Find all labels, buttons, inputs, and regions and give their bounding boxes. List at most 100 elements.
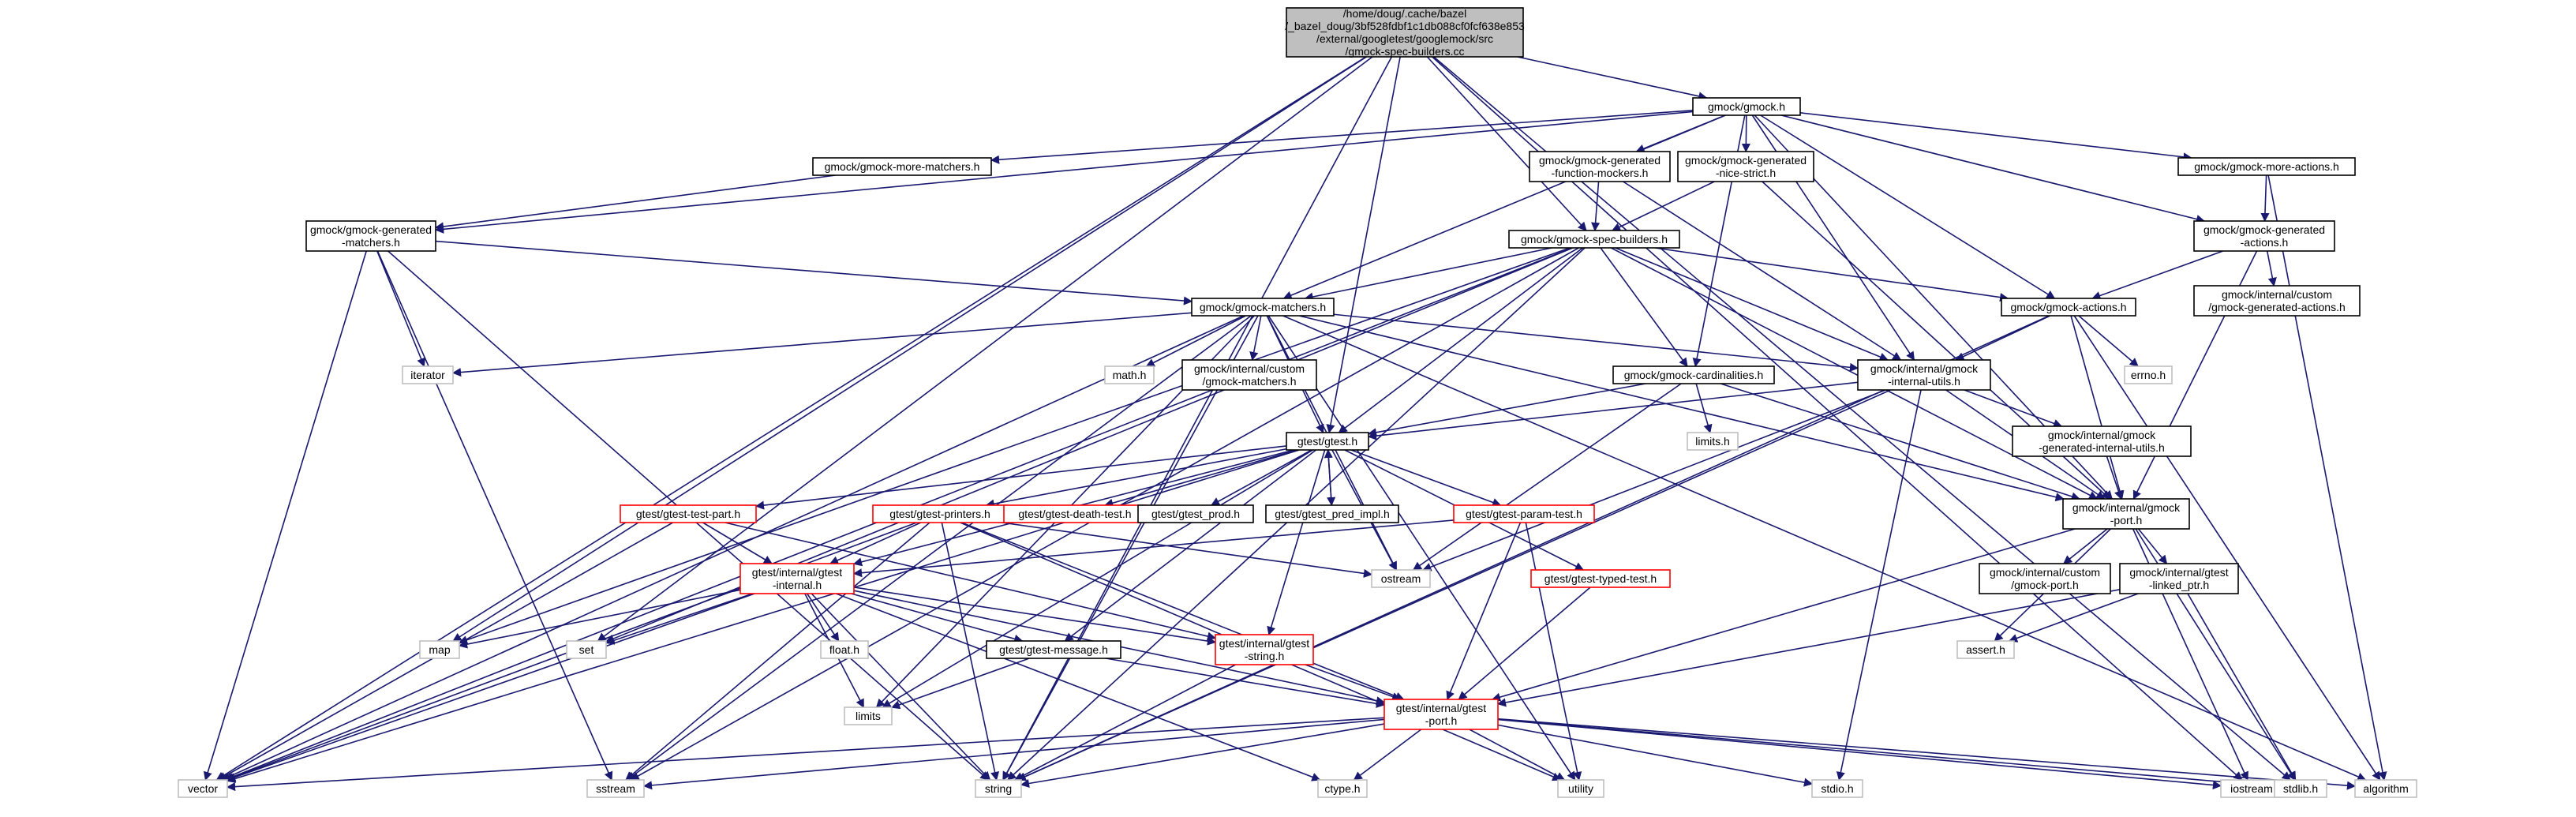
edge-spec_builders-to-internal_utils — [1615, 247, 1889, 362]
node-label-assert_h-0: assert.h — [1966, 643, 2005, 656]
node-label-gtest_port-1: -port.h — [1425, 714, 1457, 727]
node-label-custom_port-0: gmock/internal/custom — [1990, 566, 2100, 579]
edge-gmock_h-to-internal_utils — [1751, 114, 1915, 361]
edge-root-to-string — [1002, 56, 1393, 781]
node-label-custom_port-1: /gmock-port.h — [2011, 579, 2079, 591]
node-label-algorithm-0: algorithm — [2363, 782, 2409, 795]
edge-gen_matchers-to-iterator — [376, 250, 425, 368]
node-label-ctype_h-0: ctype.h — [1324, 782, 1360, 795]
node-gen_internal_utils[interactable]: gmock/internal/gmock-generated-internal-… — [2012, 425, 2192, 457]
node-linked_ptr[interactable]: gmock/internal/gtest-linked_ptr.h — [2119, 563, 2239, 594]
edge-gtest_h-to-limits — [882, 449, 1314, 708]
node-custom_port[interactable]: gmock/internal/custom/gmock-port.h — [1979, 563, 2111, 594]
edge-gtest_internal-to-map — [458, 589, 741, 649]
edge-gtest_internal-to-float_h — [807, 593, 840, 642]
node-more_matchers[interactable]: gmock/gmock-more-matchers.h — [812, 157, 992, 176]
node-box-custom_gen_actions — [2193, 285, 2361, 317]
edge-gen_actions-to-gmock_port — [2132, 250, 2258, 500]
edge-gtest_string-to-gtest_port — [1305, 664, 1402, 701]
node-spec_builders[interactable]: gmock/gmock-spec-builders.h — [1508, 230, 1680, 249]
node-message[interactable]: gtest/gtest-message.h — [986, 640, 1121, 659]
edge-gtest_port-to-stdlib_h — [1497, 718, 2276, 790]
node-gmock_h[interactable]: gmock/gmock.h — [1692, 97, 1801, 116]
node-root[interactable]: /home/doug/.cache/bazel/_bazel_doug/3bf5… — [1285, 7, 1525, 58]
node-gtest_string[interactable]: gtest/internal/gtest-string.h — [1215, 634, 1314, 665]
node-label-gen_nice_strict-0: gmock/gmock-generated — [1685, 154, 1807, 167]
node-iostream: iostream — [2220, 779, 2283, 798]
node-label-string-0: string — [985, 782, 1012, 795]
node-label-errno_h-0: errno.h — [2131, 369, 2166, 381]
edge-actions-to-gmock_port — [2070, 315, 2125, 500]
node-box-gen_nice_strict — [1677, 151, 1814, 182]
edge-spec_builders-to-actions — [1654, 247, 2009, 302]
edge-printers-to-string — [941, 522, 1000, 781]
node-label-matchers-0: gmock/gmock-matchers.h — [1200, 301, 1326, 313]
edge-gtest_port-to-string — [1020, 723, 1385, 788]
node-custom_gen_actions[interactable]: gmock/internal/custom/gmock-generated-ac… — [2193, 285, 2361, 317]
node-gmock_port[interactable]: gmock/internal/gmock-port.h — [2062, 498, 2190, 530]
node-internal_utils[interactable]: gmock/internal/gmock-internal-utils.h — [1857, 359, 1991, 391]
node-label-float_h-0: float.h — [829, 643, 859, 656]
node-box-stdlib_h — [2274, 779, 2327, 798]
node-float_h: float.h — [820, 640, 869, 659]
node-custom_matchers[interactable]: gmock/internal/custom/gmock-matchers.h — [1181, 359, 1317, 391]
node-gen_fn_mockers[interactable]: gmock/gmock-generated-function-mockers.h — [1529, 151, 1671, 182]
edge-linked_ptr-to-gtest_port — [1496, 589, 2121, 707]
node-box-string — [975, 779, 1022, 798]
node-test_part[interactable]: gtest/gtest-test-part.h — [620, 504, 757, 523]
node-label-map-0: map — [429, 643, 450, 656]
node-label-pred_impl-0: gtest/gtest_pred_impl.h — [1275, 508, 1390, 520]
node-box-gtest_h — [1286, 432, 1369, 451]
edge-gtest_internal-to-set — [605, 593, 753, 645]
node-box-internal_utils — [1857, 359, 1991, 391]
edge-gmock_h-to-more_matchers — [990, 110, 1694, 164]
edge-gmock_h-to-gen_matchers — [434, 111, 1694, 234]
node-gen_matchers[interactable]: gmock/gmock-generated-matchers.h — [305, 220, 436, 252]
node-label-actions-0: gmock/gmock-actions.h — [2010, 301, 2126, 313]
node-box-gen_matchers — [305, 220, 436, 252]
edge-cardinalities-to-limits_h — [1695, 383, 1713, 434]
edge-gen_matchers-to-matchers — [435, 240, 1193, 305]
node-param_test[interactable]: gtest/gtest-param-test.h — [1453, 504, 1595, 523]
node-label-limits-0: limits — [856, 710, 881, 722]
node-gen_actions[interactable]: gmock/gmock-generated-actions.h — [2193, 220, 2335, 252]
node-gtest_internal[interactable]: gtest/internal/gtest-internal.h — [739, 563, 855, 594]
edge-matchers-to-math_h — [1145, 315, 1246, 367]
node-gtest_port[interactable]: gtest/internal/gtest-port.h — [1383, 699, 1499, 730]
edge-gtest_internal-to-string — [811, 593, 991, 781]
node-box-matchers — [1191, 298, 1335, 317]
node-pred_impl[interactable]: gtest/gtest_pred_impl.h — [1265, 504, 1399, 523]
node-matchers[interactable]: gmock/gmock-matchers.h — [1191, 298, 1335, 317]
node-gtest_prod[interactable]: gtest/gtest_prod.h — [1137, 504, 1254, 523]
edge-root-to-spec_builders — [1426, 56, 1587, 231]
node-box-limits — [844, 706, 893, 725]
node-box-assert_h — [1956, 640, 2015, 659]
edge-internal_utils-to-string — [1017, 389, 1891, 781]
edge-gen_fn_mockers-to-internal_utils — [1623, 181, 1902, 361]
node-label-gen_matchers-0: gmock/gmock-generated — [310, 223, 432, 236]
node-gtest_h[interactable]: gtest/gtest.h — [1286, 432, 1369, 451]
node-vector: vector — [178, 779, 228, 798]
node-label-gtest_prod-0: gtest/gtest_prod.h — [1151, 508, 1240, 520]
node-actions[interactable]: gmock/gmock-actions.h — [2001, 298, 2136, 317]
edge-gmock_h-to-gen_nice_strict — [1741, 114, 1750, 153]
node-label-stdio_h-0: stdio.h — [1821, 782, 1853, 795]
node-box-gmock_h — [1692, 97, 1801, 116]
node-box-iterator — [402, 365, 454, 384]
node-cardinalities[interactable]: gmock/gmock-cardinalities.h — [1612, 365, 1775, 384]
node-label-limits_h-0: limits.h — [1695, 435, 1730, 448]
edge-internal_utils-to-ostream — [1422, 389, 1886, 572]
node-death_test[interactable]: gtest/gtest-death-test.h — [1003, 504, 1147, 523]
node-label-ostream-0: ostream — [1381, 572, 1421, 585]
node-label-gen_internal_utils-0: gmock/internal/gmock — [2048, 429, 2156, 441]
edge-spec_builders-to-cardinalities — [1600, 247, 1688, 367]
edge-internal_utils-to-gtest_h — [1367, 381, 1859, 440]
node-printers[interactable]: gtest/gtest-printers.h — [872, 504, 1008, 523]
edge-cardinalities-to-ostream — [1412, 383, 1682, 571]
node-more_actions[interactable]: gmock/gmock-more-actions.h — [2177, 157, 2356, 176]
node-box-test_part — [620, 504, 757, 523]
node-typed_test[interactable]: gtest/gtest-typed-test.h — [1530, 569, 1671, 588]
node-label-gtest_internal-0: gtest/internal/gtest — [752, 566, 843, 579]
node-limits: limits — [844, 706, 893, 725]
node-gen_nice_strict[interactable]: gmock/gmock-generated-nice-strict.h — [1677, 151, 1814, 182]
